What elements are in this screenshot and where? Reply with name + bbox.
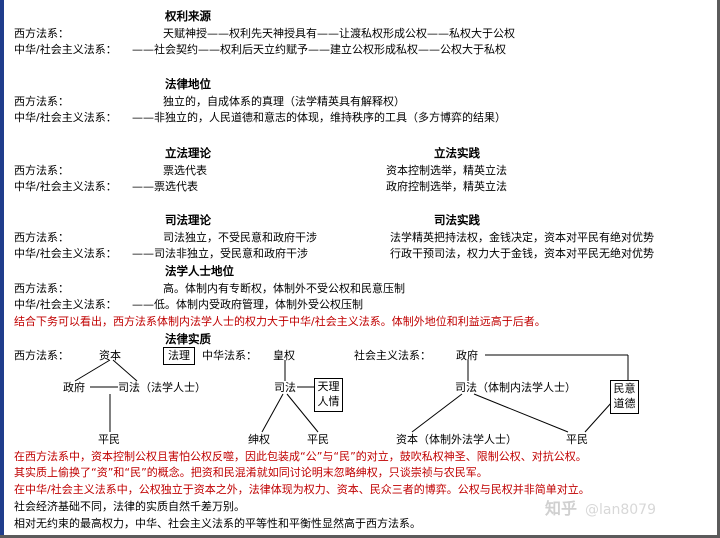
window-frame-bottom	[0, 535, 720, 538]
west-node-law: 法理	[168, 349, 190, 362]
status-china-text: ——非独立的，人民道德和意志的体现，维持秩序的工具（多方博弈的结果）	[132, 111, 506, 124]
judiciary-china-label: 中华/社会主义法系：	[14, 247, 117, 260]
socialist-node-capital: 资本（体制外法学人士）	[396, 433, 517, 446]
china-node-people: 平民	[307, 433, 329, 446]
judiciary-theory-title: 司法理论	[165, 213, 211, 227]
west-node-judiciary: 司法（法学人士）	[118, 381, 206, 394]
legislation-china-theory: ——票选代表	[132, 180, 198, 193]
zhihu-logo: 知乎	[545, 499, 578, 518]
status-title: 法律地位	[165, 77, 211, 91]
note-2: 其实质上偷换了“资”和“民”的概念。把资和民混淆就如同讨论明末忽略绅权，只谈崇祯…	[14, 466, 488, 479]
legislation-china-label: 中华/社会主义法系：	[14, 180, 117, 193]
jurists-china-text: ——低。体制内受政府管理，体制外受公权压制	[132, 298, 363, 311]
rights-west-label: 西方法系：	[14, 27, 69, 40]
rights-west-text: 天赋神授——权利先天神授具有——让渡私权形成公权——私权大于公权	[163, 27, 515, 40]
status-china-label: 中华/社会主义法系：	[14, 111, 117, 124]
west-node-people: 平民	[98, 433, 120, 446]
rights-china-label: 中华/社会主义法系：	[14, 43, 117, 56]
essence-title: 法律实质	[165, 332, 211, 346]
rights-title: 权利来源	[165, 9, 211, 23]
legislation-west-theory: 票选代表	[163, 164, 207, 177]
jurists-china-label: 中华/社会主义法系：	[14, 298, 117, 311]
window-frame-left	[0, 0, 4, 538]
essence-socialist-label: 社会主义法系：	[354, 349, 431, 362]
status-west-text: 独立的，自成体系的真理（法学精英具有解释权）	[163, 95, 405, 108]
judiciary-west-label: 西方法系：	[14, 231, 69, 244]
west-node-government: 政府	[63, 381, 85, 394]
watermark-handle: @lan8079	[585, 502, 656, 518]
legislation-practice-title: 立法实践	[434, 146, 480, 160]
socialist-node-judiciary: 司法（体制内法学人士）	[455, 381, 576, 394]
watermark: 知乎 @lan8079	[545, 500, 656, 519]
jurists-west-label: 西方法系：	[14, 282, 69, 295]
china-node-judiciary: 司法	[274, 381, 296, 394]
socialist-node-government: 政府	[456, 349, 478, 362]
judiciary-china-practice: 行政干预司法，权力大于金钱，资本对平民无绝对优势	[390, 247, 654, 260]
china-node-imperial: 皇权	[273, 349, 295, 362]
west-node-capital: 资本	[99, 349, 121, 362]
china-node-reason-box: 天理人情	[314, 378, 343, 412]
jurists-west-text: 高。体制内有专断权，体制外不受公权和民意压制	[163, 282, 405, 295]
note-3: 在中华/社会主义法系中，公权独立于资本之外，法律体现为权力、资本、民众三者的博弈…	[14, 483, 590, 496]
china-node-gentry: 绅权	[248, 433, 270, 446]
legislation-theory-title: 立法理论	[165, 146, 211, 160]
note-5: 相对无约束的最高权力，中华、社会主义法系的平等性和平衡性显然高于西方法系。	[14, 517, 421, 530]
essence-west-label: 西方法系：	[14, 349, 69, 362]
judiciary-china-theory: ——司法非独立，受民意和政府干涉	[132, 247, 308, 260]
judiciary-west-practice: 法学精英把持法权，金钱决定，资本对平民有绝对优势	[390, 231, 654, 244]
legislation-china-practice: 政府控制选举，精英立法	[386, 180, 507, 193]
socialist-node-people: 平民	[566, 433, 588, 446]
legislation-west-label: 西方法系：	[14, 164, 69, 177]
west-node-law-box: 法理	[163, 347, 195, 365]
socialist-node-morality: 民意道德	[613, 382, 636, 410]
essence-china-label: 中华法系：	[202, 349, 257, 362]
legislation-west-practice: 资本控制选举，精英立法	[386, 164, 507, 177]
window-frame-right	[717, 0, 720, 538]
china-node-reason: 天理人情	[317, 380, 340, 408]
status-west-label: 西方法系：	[14, 95, 69, 108]
jurists-conclusion: 结合下务可以看出，西方法系体制内法学人士的权力大于中华/社会主义法系。体制外地位…	[14, 315, 546, 328]
socialist-node-morality-box: 民意道德	[610, 380, 639, 414]
judiciary-west-theory: 司法独立，不受民意和政府干涉	[163, 231, 317, 244]
note-1: 在西方法系中，资本控制公权且害怕公权反噬，因此包装成“公”与“民”的对立，鼓吹私…	[14, 450, 587, 463]
rights-china-text: ——社会契约——权利后天立约赋予——建立公权形成私权——公权大于私权	[132, 43, 506, 56]
judiciary-practice-title: 司法实践	[434, 213, 480, 227]
jurists-title: 法学人士地位	[165, 264, 234, 278]
note-4: 社会经济基础不同，法律的实质自然千差万别。	[14, 500, 245, 513]
